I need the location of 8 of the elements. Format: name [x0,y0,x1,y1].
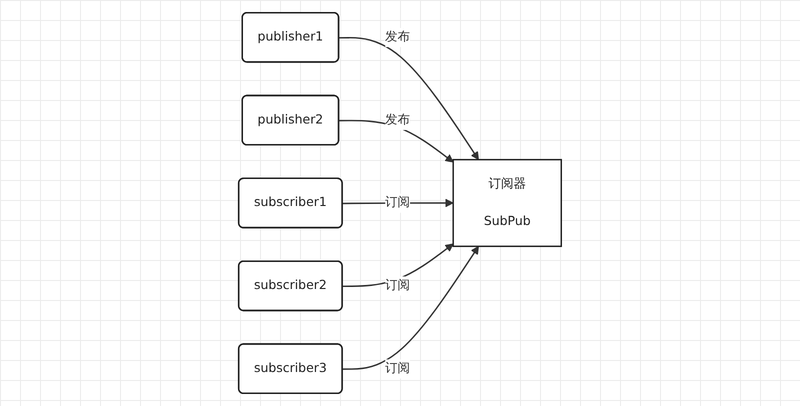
edge-label: 订阅 [385,361,410,376]
edge-label: 发布 [385,30,410,44]
node-box: 订阅器 SubPub [452,158,562,248]
edge-label: 订阅 [385,196,410,210]
arrow [342,246,479,370]
arrow [339,37,479,160]
edge-label: 发布 [385,112,410,128]
edge-label: 订阅 [385,278,410,293]
